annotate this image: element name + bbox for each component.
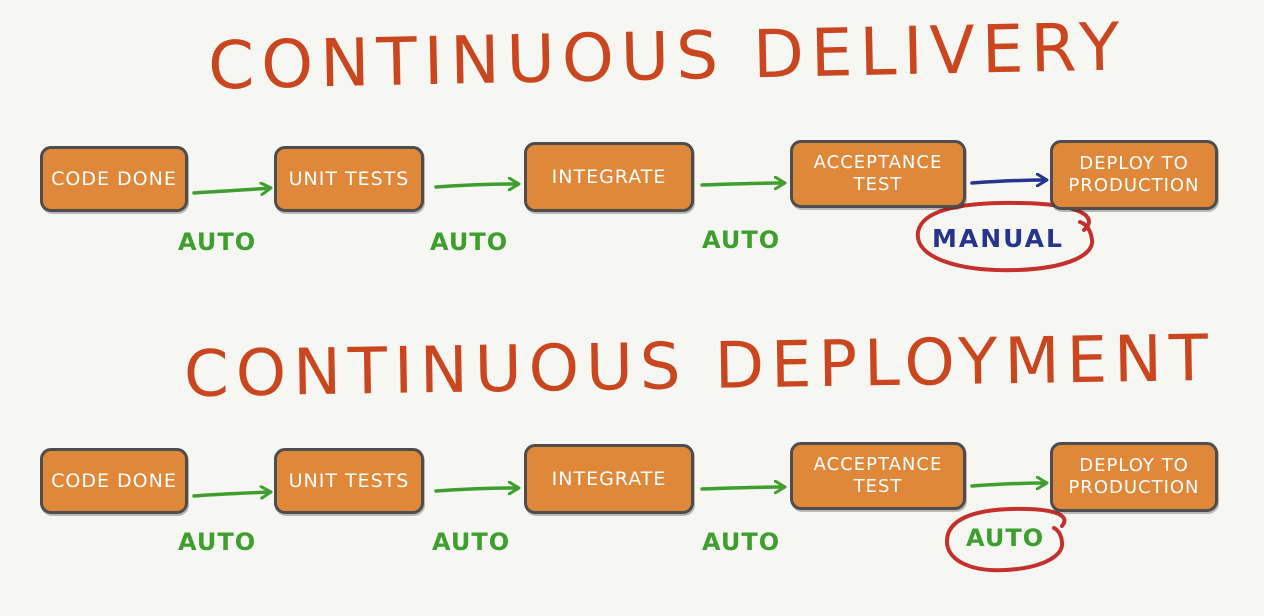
continuous-deployment-arrows — [192, 442, 1067, 573]
auto-highlight-circle — [944, 506, 1067, 573]
step-unit-tests: UNIT TESTS — [274, 448, 424, 514]
continuous-delivery-arrows — [192, 140, 1095, 273]
transition-label-auto: AUTO — [178, 528, 257, 556]
transition-label-auto: AUTO — [702, 528, 781, 556]
transition-label-auto: AUTO — [966, 524, 1045, 552]
arrow-acceptance-to-deploy — [970, 483, 1046, 486]
step-integrate: INTEGRATE — [524, 444, 694, 514]
step-unit-tests: UNIT TESTS — [274, 146, 424, 212]
arrow-acceptance-to-deploy — [970, 180, 1046, 183]
step-integrate: INTEGRATE — [524, 142, 694, 212]
arrow-integrate-to-acceptance — [700, 487, 784, 489]
transition-label-auto: AUTO — [430, 228, 509, 256]
step-acceptance-test: ACCEPTANCE TEST — [790, 140, 966, 208]
arrow-code-to-unit — [192, 492, 270, 496]
arrow-unit-to-integrate — [434, 488, 518, 491]
arrow-unit-to-integrate — [434, 184, 518, 187]
step-acceptance-test: ACCEPTANCE TEST — [790, 442, 966, 510]
step-code-done: CODE DONE — [40, 146, 188, 212]
step-deploy-to-production: DEPLOY TO PRODUCTION — [1050, 140, 1218, 210]
arrow-code-to-unit — [192, 188, 270, 193]
manual-highlight-circle — [915, 200, 1095, 273]
step-code-done: CODE DONE — [40, 448, 188, 514]
transition-label-auto: AUTO — [432, 528, 511, 556]
continuous-deployment-pipeline: CODE DONE UNIT TESTS INTEGRATE ACCEPTANC… — [0, 442, 1264, 573]
transition-label-auto: AUTO — [178, 228, 257, 256]
step-deploy-to-production: DEPLOY TO PRODUCTION — [1050, 442, 1218, 512]
arrow-integrate-to-acceptance — [700, 183, 784, 185]
transition-label-auto: AUTO — [702, 226, 781, 254]
continuous-delivery-pipeline: CODE DONE UNIT TESTS INTEGRATE ACCEPTANC… — [0, 140, 1264, 273]
transition-label-manual: MANUAL — [932, 224, 1064, 253]
